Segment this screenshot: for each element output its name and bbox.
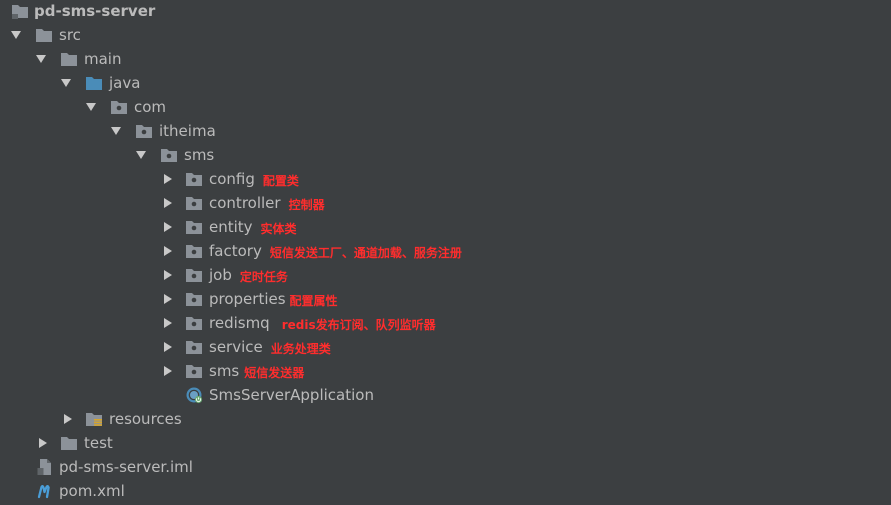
chevron-right-icon[interactable] — [162, 221, 174, 233]
tree-row-service[interactable]: service 业务处理类 — [0, 335, 891, 359]
tree-row-config[interactable]: config 配置类 — [0, 167, 891, 191]
tree-row-sms-package[interactable]: sms — [0, 143, 891, 167]
tree-label-sms-text: sms — [209, 362, 240, 380]
tree-label-resources: resources — [109, 410, 182, 428]
tree-label-service-text: service — [209, 338, 263, 356]
chevron-down-icon[interactable] — [110, 125, 122, 137]
resources-folder-icon — [85, 410, 103, 428]
tree-label-config: config 配置类 — [209, 167, 299, 192]
package-icon — [185, 362, 203, 380]
annotation-entity: 实体类 — [260, 222, 297, 236]
tree-label-itheima: itheima — [159, 122, 216, 140]
tree-row-itheima[interactable]: itheima — [0, 119, 891, 143]
tree-label-sms: sms 短信发送器 — [209, 359, 304, 384]
tree-label-application: SmsServerApplication — [209, 386, 374, 404]
module-folder-icon — [11, 2, 29, 20]
tree-label-controller: controller 控制器 — [209, 191, 325, 216]
tree-label-pom: pom.xml — [59, 482, 125, 500]
chevron-down-icon[interactable] — [35, 53, 47, 65]
tree-row-src[interactable]: src — [0, 23, 891, 47]
tree-row-com[interactable]: com — [0, 95, 891, 119]
maven-icon — [36, 482, 54, 500]
annotation-service: 业务处理类 — [270, 342, 331, 356]
folder-icon — [35, 26, 53, 44]
chevron-down-icon[interactable] — [60, 77, 72, 89]
chevron-right-icon[interactable] — [162, 269, 174, 281]
chevron-right-icon[interactable] — [162, 173, 174, 185]
chevron-down-icon[interactable] — [10, 29, 22, 41]
chevron-right-icon[interactable] — [37, 437, 49, 449]
chevron-down-icon[interactable] — [85, 101, 97, 113]
tree-label-com: com — [134, 98, 167, 116]
tree-row-java[interactable]: java — [0, 71, 891, 95]
source-folder-icon — [85, 74, 103, 92]
tree-row-entity[interactable]: entity 实体类 — [0, 215, 891, 239]
annotation-controller: 控制器 — [288, 198, 325, 212]
tree-row-application[interactable]: SmsServerApplication — [0, 383, 891, 407]
annotation-factory: 短信发送工厂、通道加载、服务注册 — [269, 246, 462, 260]
tree-label-sms-package: sms — [184, 146, 215, 164]
module-file-icon — [36, 458, 54, 476]
package-icon — [135, 122, 153, 140]
tree-row-main[interactable]: main — [0, 47, 891, 71]
tree-row-factory[interactable]: factory 短信发送工厂、通道加载、服务注册 — [0, 239, 891, 263]
tree-label-test: test — [84, 434, 113, 452]
tree-label-src: src — [59, 26, 81, 44]
chevron-right-icon[interactable] — [162, 317, 174, 329]
package-icon — [185, 266, 203, 284]
tree-row-iml[interactable]: pd-sms-server.iml — [0, 455, 891, 479]
package-icon — [185, 338, 203, 356]
tree-row-resources[interactable]: resources — [0, 407, 891, 431]
tree-label-redismq: redismq redis发布订阅、队列监听器 — [209, 311, 436, 336]
tree-label-root: pd-sms-server — [34, 2, 156, 20]
annotation-sms: 短信发送器 — [244, 366, 305, 380]
folder-icon — [60, 50, 78, 68]
tree-row-pom[interactable]: pom.xml — [0, 479, 891, 503]
spring-boot-class-icon — [185, 386, 203, 404]
tree-label-main: main — [84, 50, 122, 68]
package-icon — [185, 194, 203, 212]
tree-row-test[interactable]: test — [0, 431, 891, 455]
tree-label-entity-text: entity — [209, 218, 253, 236]
chevron-right-icon[interactable] — [162, 197, 174, 209]
annotation-job: 定时任务 — [239, 270, 288, 284]
annotation-redismq: redis发布订阅、队列监听器 — [281, 318, 436, 332]
tree-label-redismq-text: redismq — [209, 314, 270, 332]
annotation-properties: 配置属性 — [289, 294, 338, 308]
tree-row-root[interactable]: pd-sms-server — [0, 0, 891, 23]
package-icon — [110, 98, 128, 116]
chevron-right-icon[interactable] — [162, 365, 174, 377]
tree-row-job[interactable]: job 定时任务 — [0, 263, 891, 287]
tree-label-properties-text: properties — [209, 290, 286, 308]
chevron-right-icon[interactable] — [162, 293, 174, 305]
tree-label-job-text: job — [209, 266, 232, 284]
package-icon — [185, 218, 203, 236]
package-icon — [185, 242, 203, 260]
tree-label-service: service 业务处理类 — [209, 335, 331, 360]
folder-icon — [60, 434, 78, 452]
tree-label-job: job 定时任务 — [209, 263, 288, 288]
tree-label-entity: entity 实体类 — [209, 215, 297, 240]
package-icon — [160, 146, 178, 164]
chevron-down-icon[interactable] — [135, 149, 147, 161]
tree-row-controller[interactable]: controller 控制器 — [0, 191, 891, 215]
tree-label-config-text: config — [209, 170, 255, 188]
tree-row-redismq[interactable]: redismq redis发布订阅、队列监听器 — [0, 311, 891, 335]
chevron-right-icon[interactable] — [62, 413, 74, 425]
package-icon — [185, 170, 203, 188]
tree-row-sms[interactable]: sms 短信发送器 — [0, 359, 891, 383]
tree-label-factory: factory 短信发送工厂、通道加载、服务注册 — [209, 239, 462, 264]
package-icon — [185, 290, 203, 308]
chevron-right-icon[interactable] — [162, 341, 174, 353]
chevron-right-icon[interactable] — [162, 245, 174, 257]
annotation-config: 配置类 — [262, 174, 299, 188]
tree-label-controller-text: controller — [209, 194, 281, 212]
tree-label-java: java — [109, 74, 141, 92]
package-icon — [185, 314, 203, 332]
tree-label-iml: pd-sms-server.iml — [59, 458, 193, 476]
tree-label-factory-text: factory — [209, 242, 262, 260]
